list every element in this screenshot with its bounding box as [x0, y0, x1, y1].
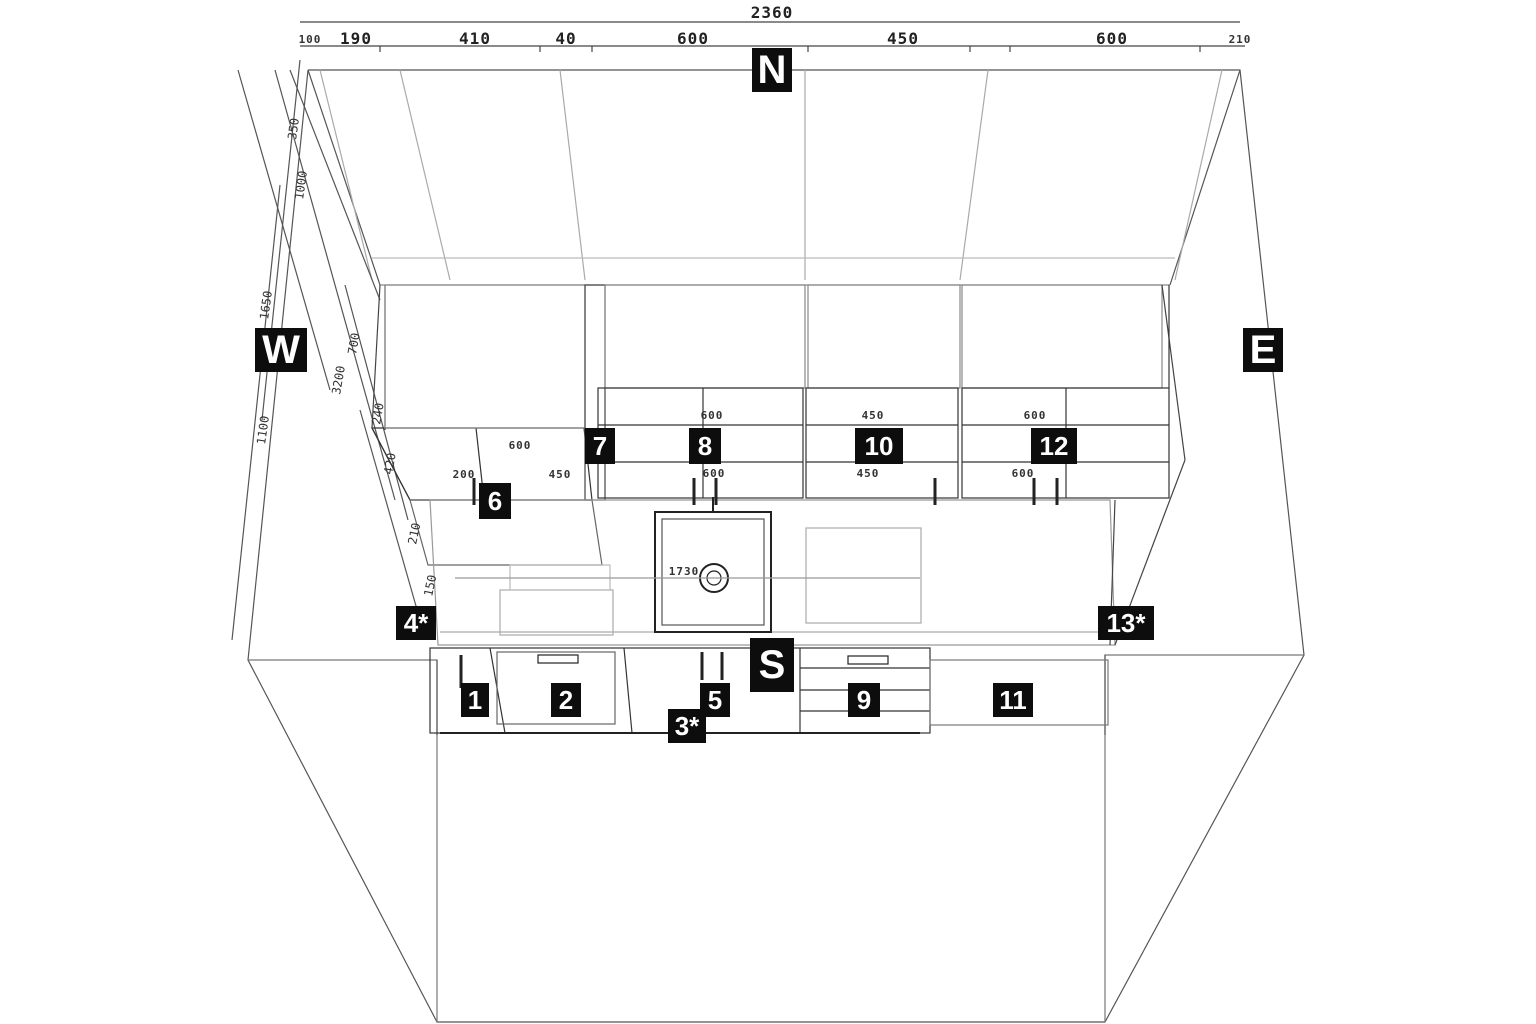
- label-item-5: 5: [700, 683, 730, 717]
- label-item-9: 9: [848, 683, 880, 717]
- label-item-11: 11: [993, 683, 1033, 717]
- dim-cab8-bottom: 600: [703, 467, 726, 480]
- dim-left-350: 350: [285, 117, 302, 140]
- label-item-4: 4*: [396, 606, 436, 640]
- dim-overall: 2360: [751, 3, 794, 22]
- dim-left-210: 210: [405, 521, 423, 545]
- label-item-13: 13*: [1098, 606, 1154, 640]
- top-dimension-lines: [300, 21, 1245, 52]
- dim-cab6-a: 200: [453, 468, 476, 481]
- dim-left-420: 420: [381, 452, 399, 476]
- dim-left-150: 150: [421, 573, 439, 597]
- dim-cab10-bottom: 450: [857, 467, 880, 480]
- dim-left-700: 700: [345, 332, 363, 356]
- dim-cab6-top: 600: [509, 439, 532, 452]
- compass-east: E: [1243, 328, 1283, 372]
- dim-seg-6: 600: [1096, 29, 1128, 48]
- dim-seg-4: 600: [677, 29, 709, 48]
- label-item-7: 7: [585, 428, 615, 464]
- compass-south: S: [750, 638, 794, 692]
- compass-north: N: [752, 48, 792, 92]
- room-walls: [247, 69, 1305, 1023]
- dim-left-end: 100: [299, 33, 322, 46]
- label-item-10: 10: [855, 428, 903, 464]
- dim-cab6-b: 450: [549, 468, 572, 481]
- upper-cabinets-north: [584, 284, 1186, 501]
- compass-west: W: [255, 328, 307, 372]
- label-item-8: 8: [689, 428, 721, 464]
- dim-cab12-bottom: 600: [1012, 467, 1035, 480]
- label-item-2: 2: [551, 683, 581, 717]
- cabinet-handles: [472, 478, 1059, 505]
- dim-left-1650: 1650: [257, 290, 275, 321]
- dim-counter: 1730: [669, 565, 700, 578]
- dim-left-1000: 1000: [292, 170, 310, 201]
- dim-right-end: 210: [1229, 33, 1252, 46]
- dim-cab12-top: 600: [1024, 409, 1047, 422]
- label-item-3: 3*: [668, 709, 706, 743]
- dim-cab8-top: 600: [701, 409, 724, 422]
- dim-seg-1: 190: [340, 29, 372, 48]
- countertop: [429, 459, 1186, 646]
- dim-cab10-top: 450: [862, 409, 885, 422]
- upper-cabinet-6: [371, 284, 603, 566]
- dim-left-3200: 3200: [329, 365, 348, 396]
- label-item-6: 6: [479, 483, 511, 519]
- label-item-1: 1: [461, 683, 489, 717]
- dim-seg-2: 410: [459, 29, 491, 48]
- dim-left-240: 240: [369, 402, 387, 426]
- dim-left-1100: 1100: [254, 415, 272, 446]
- dim-seg-3: 40: [555, 29, 576, 48]
- label-item-12: 12: [1031, 428, 1077, 464]
- dim-seg-5: 450: [887, 29, 919, 48]
